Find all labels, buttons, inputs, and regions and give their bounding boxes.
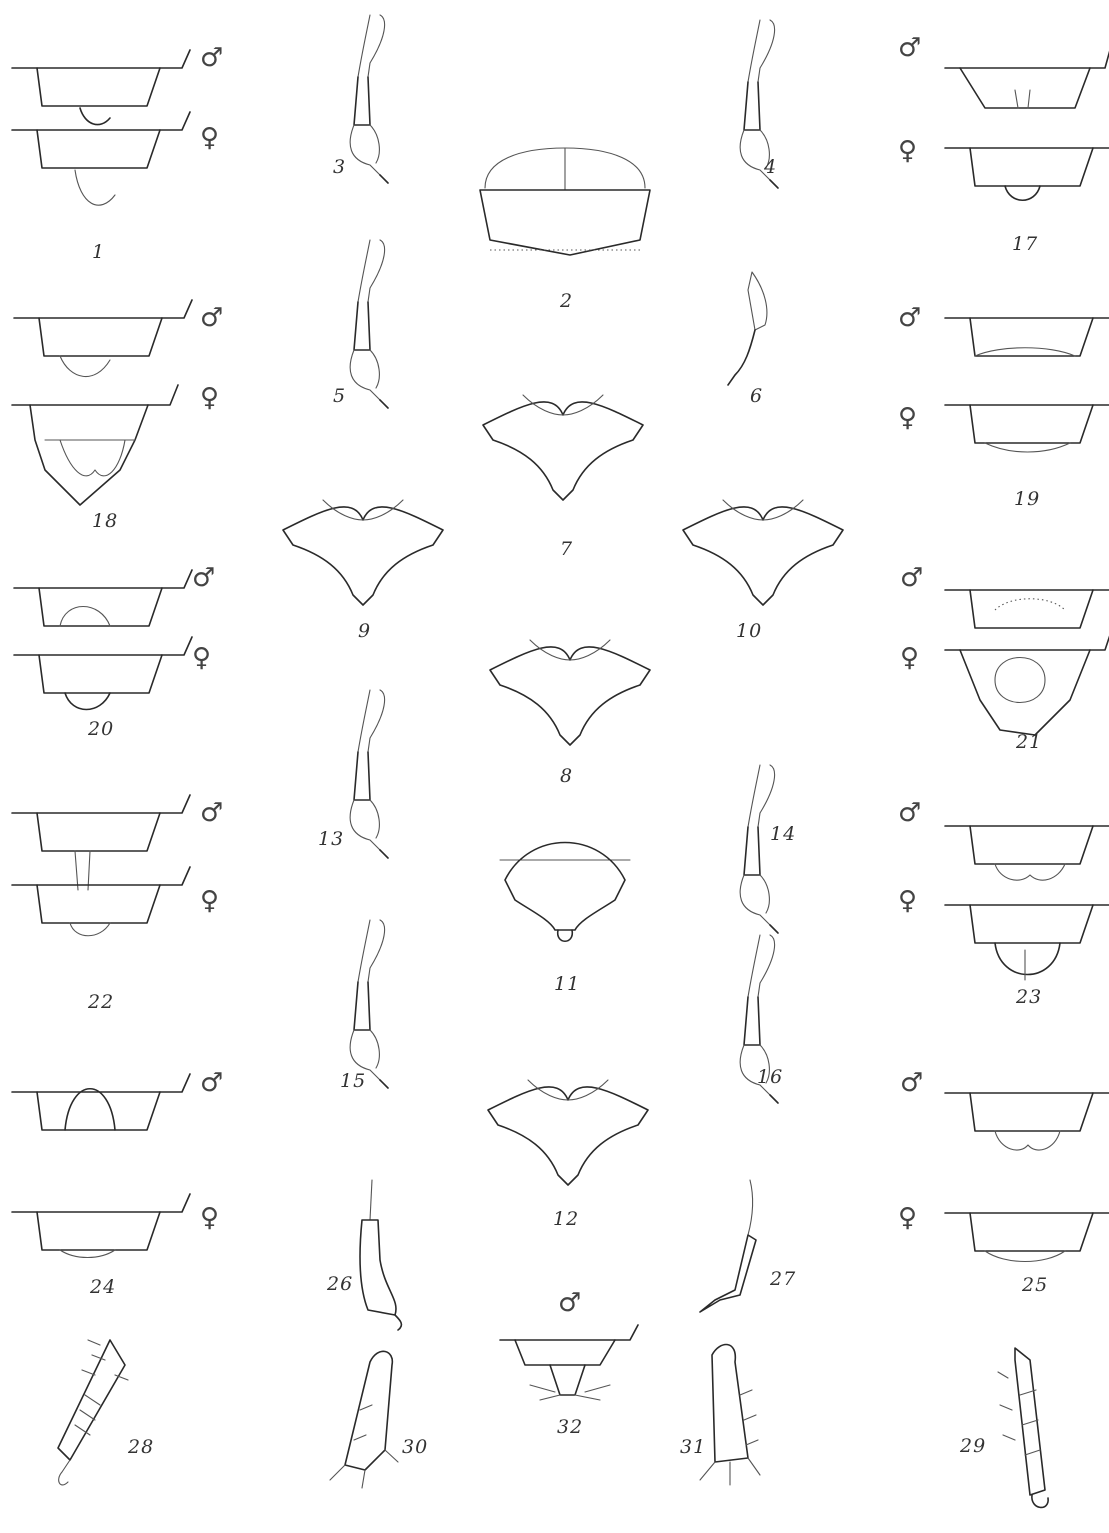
fig1-female-abdomen bbox=[11, 111, 191, 206]
fig1-male-abdomen bbox=[11, 49, 191, 126]
figure-number-3: 3 bbox=[333, 156, 347, 178]
female-symbol-fig17: ♀ bbox=[898, 136, 918, 166]
figure-number-30: 30 bbox=[402, 1436, 429, 1458]
figure-number-13: 13 bbox=[318, 828, 345, 850]
female-symbol-fig23: ♀ bbox=[898, 886, 918, 916]
figure-number-18: 18 bbox=[92, 510, 119, 532]
figure-number-16: 16 bbox=[757, 1066, 784, 1088]
fig29-tarsus bbox=[997, 1347, 1049, 1509]
fig22-male-abdomen bbox=[11, 794, 191, 891]
fig17-female-abdomen bbox=[944, 129, 1109, 201]
figure-number-10: 10 bbox=[736, 620, 763, 642]
fig25-male-abdomen bbox=[944, 1074, 1109, 1151]
fig6-leg bbox=[727, 271, 768, 386]
figure-number-9: 9 bbox=[358, 620, 372, 642]
figure-number-17: 17 bbox=[1012, 233, 1039, 255]
figure-number-21: 21 bbox=[1016, 731, 1043, 753]
fig24-male-abdomen bbox=[11, 1073, 191, 1131]
figure-number-2: 2 bbox=[560, 290, 574, 312]
figure-number-31: 31 bbox=[680, 1436, 707, 1458]
figure-number-25: 25 bbox=[1022, 1274, 1049, 1296]
male-symbol-fig18: ♂ bbox=[200, 303, 224, 333]
fig28-tarsus bbox=[57, 1339, 129, 1486]
fig25-female-abdomen bbox=[944, 1194, 1109, 1263]
figure-number-32: 32 bbox=[557, 1416, 584, 1438]
fig21-male-abdomen bbox=[944, 571, 1109, 629]
fig23-female-abdomen bbox=[944, 886, 1109, 981]
fig15-leg bbox=[349, 919, 389, 1089]
male-symbol-fig21: ♂ bbox=[900, 563, 924, 593]
fig10-plate bbox=[682, 499, 844, 606]
male-symbol-fig1: ♂ bbox=[200, 43, 224, 73]
female-symbol-fig19: ♀ bbox=[898, 403, 918, 433]
fig7-plate bbox=[482, 394, 644, 501]
male-symbol-fig24: ♂ bbox=[200, 1068, 224, 1098]
fig30-tibia bbox=[329, 1350, 399, 1489]
figure-number-28: 28 bbox=[128, 1436, 155, 1458]
fig31-tibia bbox=[699, 1343, 761, 1486]
fig27-leg bbox=[699, 1179, 757, 1313]
fig12-plate bbox=[487, 1079, 649, 1186]
figure-number-12: 12 bbox=[553, 1208, 580, 1230]
fig32-plate bbox=[499, 1324, 639, 1401]
fig19-female-abdomen bbox=[944, 386, 1109, 453]
fig19-male-abdomen bbox=[944, 299, 1109, 357]
figure-number-7: 7 bbox=[560, 538, 574, 560]
fig24-female-abdomen bbox=[11, 1193, 191, 1259]
figure-number-14: 14 bbox=[770, 823, 797, 845]
female-symbol-fig21: ♀ bbox=[900, 643, 920, 673]
figure-number-22: 22 bbox=[88, 991, 115, 1013]
figure-number-29: 29 bbox=[960, 1435, 987, 1457]
female-symbol-fig25: ♀ bbox=[898, 1203, 918, 1233]
figure-number-11: 11 bbox=[554, 973, 581, 995]
female-symbol-fig20: ♀ bbox=[192, 643, 212, 673]
fig22-female-abdomen bbox=[11, 866, 191, 937]
figure-number-4: 4 bbox=[764, 156, 778, 178]
figure-number-8: 8 bbox=[560, 765, 574, 787]
fig9-plate bbox=[282, 499, 444, 606]
male-symbol-fig32: ♂ bbox=[558, 1288, 582, 1318]
male-symbol-fig25: ♂ bbox=[900, 1068, 924, 1098]
fig3-leg bbox=[349, 14, 389, 184]
figure-number-6: 6 bbox=[750, 385, 764, 407]
fig21-female-abdomen bbox=[944, 635, 1109, 736]
figure-number-1: 1 bbox=[92, 241, 106, 263]
fig20-male-abdomen bbox=[13, 569, 193, 627]
figure-number-20: 20 bbox=[88, 718, 115, 740]
male-symbol-fig22: ♂ bbox=[200, 798, 224, 828]
figure-number-27: 27 bbox=[770, 1268, 797, 1290]
fig18-female-abdomen bbox=[11, 384, 179, 506]
fig13-leg bbox=[349, 689, 389, 859]
female-symbol-fig18: ♀ bbox=[200, 383, 220, 413]
male-symbol-fig17: ♂ bbox=[898, 33, 922, 63]
male-symbol-fig19: ♂ bbox=[898, 303, 922, 333]
fig5-leg bbox=[349, 239, 389, 409]
female-symbol-fig24: ♀ bbox=[200, 1203, 220, 1233]
fig11-plate bbox=[499, 841, 631, 943]
fig14-leg bbox=[739, 764, 779, 934]
fig26-leg bbox=[359, 1179, 403, 1331]
fig20-female-abdomen bbox=[13, 636, 193, 711]
fig8-plate bbox=[489, 639, 651, 746]
male-symbol-fig23: ♂ bbox=[898, 798, 922, 828]
fig2-plate bbox=[479, 147, 651, 256]
male-symbol-fig20: ♂ bbox=[192, 563, 216, 593]
figure-number-5: 5 bbox=[333, 385, 347, 407]
female-symbol-fig1: ♀ bbox=[200, 123, 220, 153]
fig17-male-abdomen bbox=[944, 50, 1109, 109]
figure-number-24: 24 bbox=[90, 1276, 117, 1298]
figure-number-15: 15 bbox=[340, 1070, 367, 1092]
figure-number-23: 23 bbox=[1016, 986, 1043, 1008]
fig18-male-abdomen bbox=[13, 299, 193, 378]
female-symbol-fig22: ♀ bbox=[200, 886, 220, 916]
figure-number-26: 26 bbox=[327, 1273, 354, 1295]
fig23-male-abdomen bbox=[944, 807, 1109, 881]
figure-number-19: 19 bbox=[1014, 488, 1041, 510]
